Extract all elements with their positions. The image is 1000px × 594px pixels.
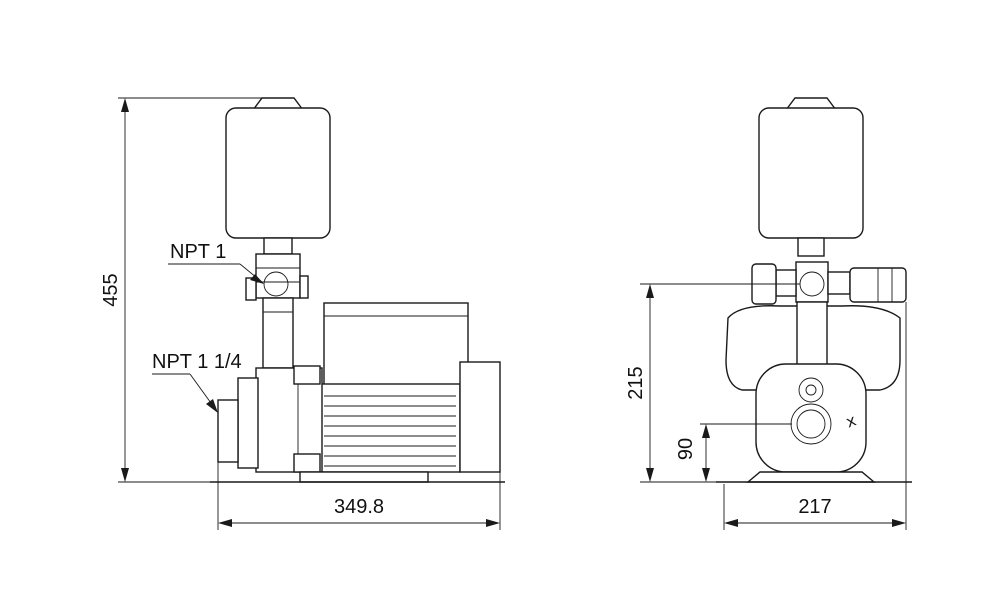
front-height-label: 215 — [625, 366, 647, 399]
side-motor-end-cap — [459, 361, 501, 473]
side-width-dimension — [217, 362, 501, 530]
inlet-thread-label: NPT 1 1/4 — [152, 351, 242, 373]
front-inlet-height-label: 90 — [675, 438, 697, 460]
front-height-dimension — [640, 283, 800, 483]
front-pressure-tank — [758, 107, 864, 239]
side-base-plate — [299, 471, 429, 483]
inlet-leader — [152, 373, 218, 413]
side-width-label: 349.8 — [334, 496, 384, 518]
outlet-leader — [168, 263, 264, 284]
front-vertical-pipe — [796, 301, 828, 371]
front-base-feet — [746, 471, 876, 483]
side-view-pump — [210, 97, 505, 483]
side-tank-neck — [263, 237, 293, 255]
side-inlet-port — [217, 399, 239, 463]
outlet-thread-label: NPT 1 — [170, 241, 226, 263]
front-view-pump: x — [716, 97, 912, 483]
side-vertical-pipe — [262, 297, 294, 369]
side-fitting-block — [255, 253, 301, 299]
side-motor-body — [319, 383, 461, 473]
front-outlet-port — [798, 377, 824, 403]
side-height-label: 455 — [100, 273, 122, 306]
front-width-label: 217 — [798, 496, 831, 518]
side-pressure-tank — [225, 107, 331, 239]
side-motor-fins — [324, 395, 456, 467]
side-inlet-flange — [237, 377, 259, 469]
side-height-dimension — [118, 97, 262, 483]
front-width-dimension — [723, 302, 907, 530]
front-tank-neck — [797, 237, 825, 257]
front-inlet-height-dimension — [700, 423, 792, 482]
